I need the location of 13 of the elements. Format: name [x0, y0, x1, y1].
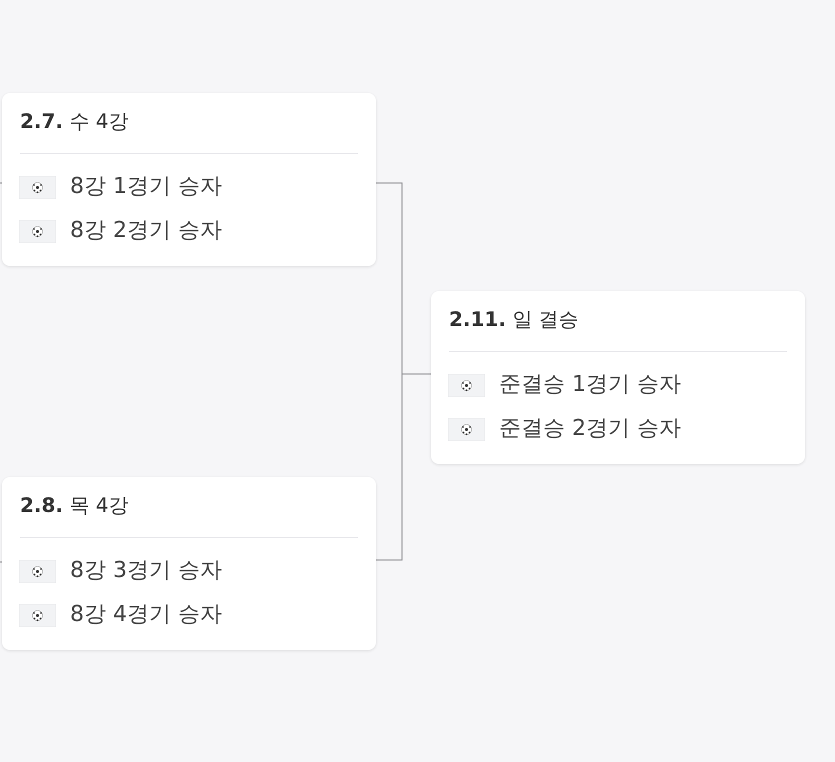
team-slot-text: 8강 1경기 승자 [70, 173, 222, 201]
team-slot-text: 8강 2경기 승자 [70, 217, 222, 245]
match-heading: 2.8. 목 4강 [20, 492, 128, 518]
team-slot-text: 8강 4경기 승자 [70, 601, 222, 629]
match-card [2, 93, 376, 266]
team-slot-text: 8강 3경기 승자 [70, 557, 222, 585]
match-heading: 2.7. 수 4강 [20, 108, 128, 134]
bracket-line [376, 374, 432, 560]
match-card [2, 477, 376, 650]
match-card [431, 291, 805, 464]
team-slot-text: 준결승 1경기 승자 [499, 371, 681, 399]
team-slot-text: 준결승 2경기 승자 [499, 415, 681, 443]
match-heading: 2.11. 일 결승 [449, 306, 579, 332]
